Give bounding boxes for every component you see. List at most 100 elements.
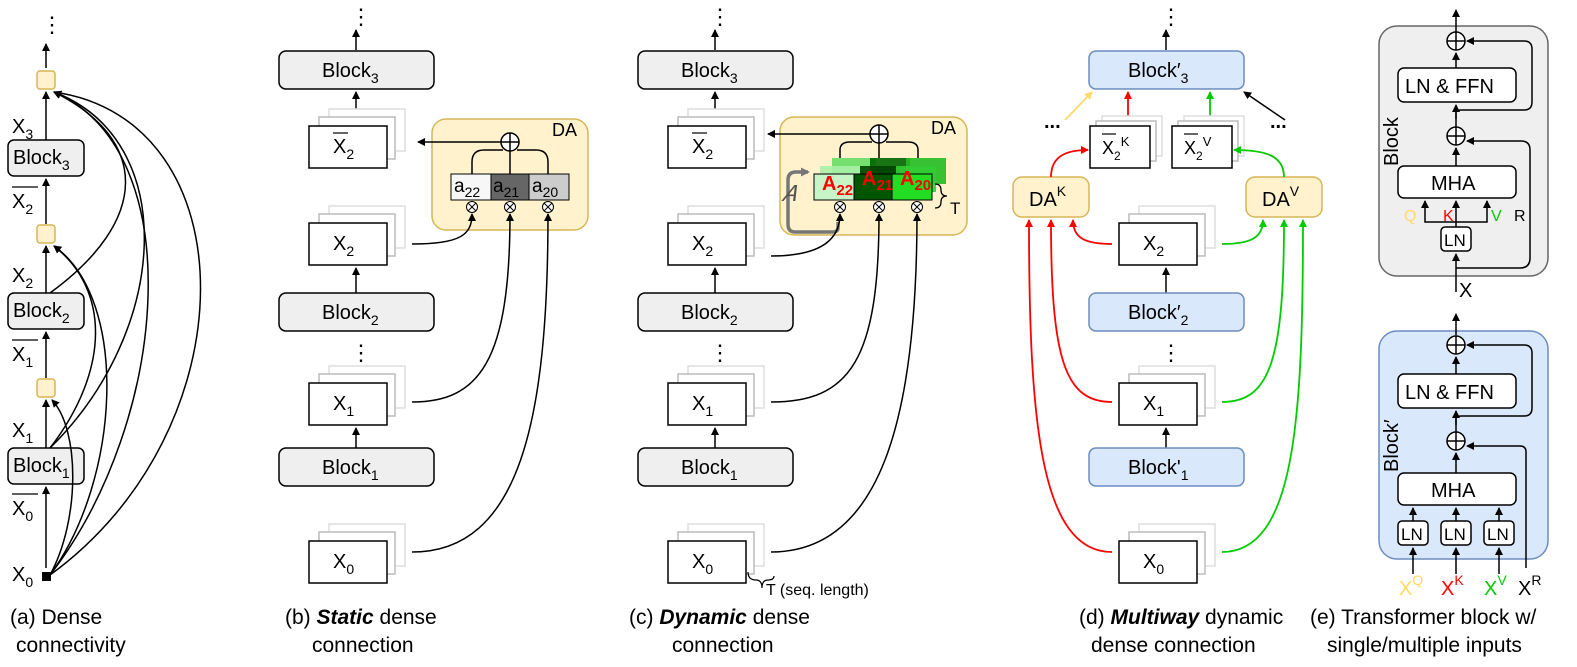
e-q-label: Q [1404,208,1416,225]
d-mid-dots: ⋮ [1160,340,1182,365]
e-ln-label-k: LN [1444,525,1466,544]
c-mid-dots: ⋮ [709,340,731,365]
d-right-dots: ... [1270,111,1287,133]
x2-label: X2 [12,265,33,291]
c-x1-label: X1 [692,393,713,419]
panel-b-caption-line1: (b) Static dense [285,606,437,629]
x1-label: X1 [12,420,33,446]
e-mha-label-2: MHA [1431,480,1476,502]
e-ffn-label: LN & FFN [1405,76,1494,98]
block1-box [7,447,85,485]
b-block1-label: Block1 [322,457,379,483]
x0-label: X0 [12,564,33,590]
panel-c-dots: ⋮ [709,4,731,29]
x1bar-label: X1 [12,344,33,370]
panel-a: ⋮ X3 Block3 X2 X2 Block2 X1 X1 Block1 X0… [7,12,202,657]
c-t-label: T [950,199,960,218]
d-x0-label: X0 [1143,551,1164,577]
e-ln-label-v: LN [1487,525,1509,544]
b-a20-label: a20 [532,176,558,200]
c-x0-label: X0 [692,551,713,577]
c-A21-label: A21 [862,168,893,194]
d-x0-box [1118,540,1198,584]
e-xv-label: XV [1484,572,1507,600]
d-block1-box [1088,447,1245,487]
panel-c: ⋮ Block3 X2 DA A22 A21 A20 T [629,4,968,657]
d-x2-label: X2 [1143,233,1164,259]
e-block-title: Block [1381,116,1403,166]
d-block3-label: Block′3 [1128,60,1189,86]
c-A20-label: A20 [900,168,931,194]
panel-b: ⋮ Block3 X2 DA a22 a21 a20 [278,4,589,657]
e-mha-box [1397,165,1517,199]
e-ffn-box [1397,67,1517,103]
b-block2-label: Block2 [322,302,379,328]
d-x1-label: X1 [1143,393,1164,419]
c-x2bar-label: X2 [692,136,713,162]
c-x1-box [667,382,747,426]
block2-label: Block2 [13,300,70,326]
x0bar-label: X0 [12,498,33,524]
c-block3-label: Block3 [681,60,738,86]
c-x2-label: X2 [692,233,713,259]
panel-a-caption-line2: connectivity [16,634,126,657]
panel-c-caption-line2: connection [672,634,774,657]
da-node-2 [36,224,56,244]
b-mid-dots: ⋮ [350,340,372,365]
e-xk-label: XK [1441,572,1464,600]
panel-e-caption-line1: (e) Transformer block w/ [1310,606,1537,629]
d-block3-box [1088,50,1245,90]
panel-d-caption-line1: (d) Multiway dynamic [1079,606,1283,629]
block3-box [7,139,85,177]
d-left-dots: ... [1044,111,1061,133]
panel-b-dots: ⋮ [350,4,372,29]
e-xr-label: XR [1518,572,1541,600]
da-node-1 [36,378,56,398]
e-k-label: K [1443,208,1454,225]
b-x2-label: X2 [333,233,354,259]
d-block2-label: Block′2 [1128,302,1189,328]
block1-label: Block1 [13,455,70,481]
e-x-label: X [1459,280,1472,302]
b-x1-box [308,382,388,426]
panel-e-caption-line2: single/multiple inputs [1327,634,1522,657]
panel-d: ⋮ Block′3 ... ... X2K X2V DAK DAV X2 [1012,4,1323,657]
block3-label: Block3 [13,147,70,173]
d-x1-box [1118,382,1198,426]
panel-d-dots: ⋮ [1160,4,1182,29]
c-block3-box [637,50,794,90]
b-block3-label: Block3 [322,60,379,86]
b-block2-box [278,292,435,332]
d-x2v-label: X2V [1184,134,1212,163]
x2bar-label: X2 [12,191,33,217]
panel-d-caption-line2: dense connection [1091,634,1256,657]
c-block1-label: Block1 [681,457,738,483]
x0-node [42,572,51,581]
e-block-prime-title: Block′ [1381,419,1403,472]
b-block3-box [278,50,435,90]
e-mha-label: MHA [1431,173,1476,195]
panel-a-caption-line1: (a) Dense [10,606,102,629]
c-A22-label: A22 [822,173,853,199]
b-x0-label: X0 [333,551,354,577]
panel-e-top: Block LN & FFN MHA LN Q K V R X [1378,9,1549,302]
block2-box [7,292,85,330]
e-mha-box-2 [1397,472,1517,506]
e-ffn-box-2 [1397,373,1517,409]
e-xq-label: XQ [1399,572,1423,600]
c-block2-box [637,292,794,332]
c-block2-label: Block2 [681,302,738,328]
c-loop-glyph: 𝐴 [781,181,798,206]
panel-b-caption-line2: connection [312,634,414,657]
c-block1-box [637,447,794,487]
panel-a-dots: ⋮ [41,12,63,37]
b-da-label: DA [552,120,577,140]
d-block1-label: Block'1 [1128,457,1189,483]
panel-e-bottom: Block′ LN & FFN MHA LN LN LN XQ XK XV X [1310,313,1549,657]
b-x0-box [308,540,388,584]
d-x2-box [1118,222,1198,266]
b-a21-label: a21 [493,176,519,200]
e-v-label: V [1491,208,1502,225]
